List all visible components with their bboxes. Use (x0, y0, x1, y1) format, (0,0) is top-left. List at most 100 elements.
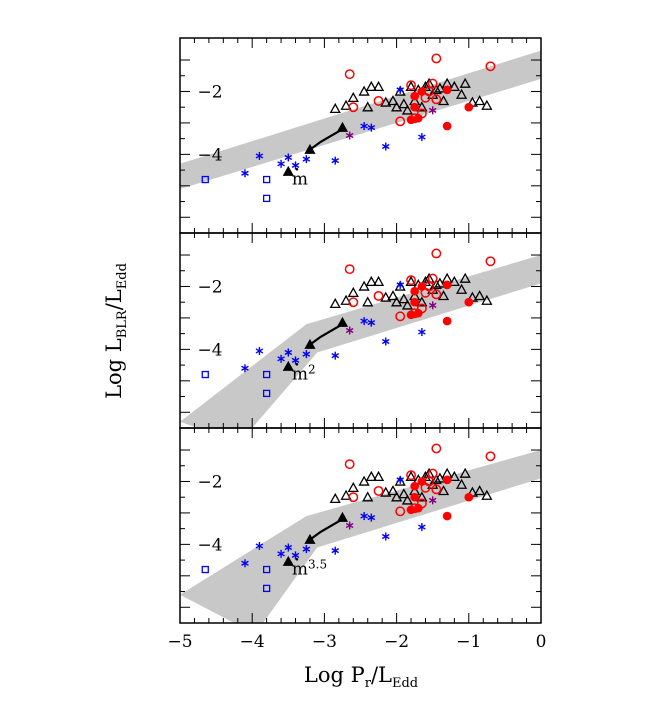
asterisk-marker (241, 169, 249, 178)
asterisk-stroke (241, 170, 249, 176)
circle-marker (464, 297, 474, 307)
circle-marker (410, 91, 419, 101)
asterisk-marker (277, 159, 285, 168)
asterisk-stroke (418, 134, 426, 140)
circle-marker (344, 264, 355, 275)
asterisk-marker (381, 532, 390, 541)
circle-marker (410, 102, 419, 112)
x-axis-title: Log Pr/LEdd (304, 663, 418, 691)
panel-3: −4−2m3.5 (179, 427, 542, 624)
asterisk-marker (255, 346, 264, 355)
triangle-marker (474, 485, 486, 496)
asterisk-stroke (284, 544, 293, 551)
circle-marker (410, 286, 419, 296)
triangle-marker (372, 275, 385, 287)
asterisk-stroke (428, 302, 437, 308)
asterisk-marker (381, 337, 390, 346)
circle-marker (442, 121, 452, 131)
triangle-marker (405, 470, 417, 482)
asterisk-stroke (345, 327, 354, 334)
x-tick-label: −3 (312, 632, 337, 652)
triangle-marker (390, 101, 403, 112)
asterisk-marker (284, 153, 293, 162)
asterisk-stroke (360, 318, 368, 324)
mdot-exponent: 3.5 (308, 557, 327, 571)
x-tick-label: −1 (456, 632, 481, 652)
triangle-marker (437, 290, 450, 301)
square-marker (262, 389, 271, 398)
asterisk-stroke (302, 351, 311, 357)
asterisk-stroke (367, 320, 376, 326)
triangle-marker (347, 91, 359, 103)
asterisk-marker (302, 155, 311, 164)
triangle-marker (459, 77, 471, 88)
circle-marker (413, 113, 423, 123)
circle-marker (348, 297, 359, 308)
circle-marker (464, 492, 474, 502)
asterisk-marker (367, 123, 376, 132)
asterisk-marker (428, 106, 437, 115)
triangle-marker (380, 96, 392, 107)
asterisk-marker (396, 475, 405, 484)
triangle-marker (455, 478, 468, 489)
mdot-annotation: m2 (292, 362, 316, 384)
x-tick-label: −5 (167, 632, 192, 652)
circle-marker (413, 308, 423, 318)
y-tick-label: −2 (197, 472, 222, 492)
asterisk-marker (360, 317, 368, 326)
asterisk-marker (396, 280, 405, 289)
triangle-marker (336, 316, 349, 327)
circle-marker (406, 80, 416, 91)
triangle-marker (336, 121, 349, 132)
asterisk-marker (241, 559, 249, 568)
triangle-marker (474, 290, 486, 301)
asterisk-stroke (255, 153, 264, 159)
mdot-dot (295, 167, 299, 171)
asterisk-stroke (396, 282, 405, 288)
triangle-marker (358, 85, 370, 96)
model-band (180, 450, 541, 623)
asterisk-marker (291, 551, 300, 560)
circle-marker (485, 256, 496, 267)
asterisk-stroke (277, 356, 285, 362)
asterisk-stroke (255, 348, 264, 354)
circle-marker (427, 273, 438, 284)
triangle-marker (387, 485, 399, 496)
triangle-marker (398, 98, 410, 109)
circle-marker (410, 492, 419, 502)
mdot-dot (295, 557, 299, 561)
data-points (201, 53, 496, 203)
circle-marker (442, 475, 452, 485)
asterisk-stroke (277, 161, 285, 167)
triangle-marker (347, 286, 359, 298)
circle-marker (344, 69, 355, 80)
triangle-marker (362, 101, 374, 112)
square-marker (201, 370, 209, 379)
asterisk-stroke (381, 143, 390, 150)
triangle-marker (329, 297, 341, 309)
asterisk-stroke (428, 107, 437, 113)
asterisk-stroke (284, 349, 293, 356)
triangle-marker (398, 488, 410, 499)
triangle-marker (390, 491, 403, 502)
asterisk-marker (360, 122, 368, 131)
triangle-marker (365, 275, 377, 287)
asterisk-stroke (345, 522, 354, 529)
asterisk-marker (345, 521, 354, 530)
square-marker (201, 175, 209, 184)
circle-marker (406, 470, 416, 481)
asterisk-stroke (241, 560, 249, 566)
triangle-marker (401, 299, 414, 310)
triangle-marker (372, 470, 385, 482)
triangle-marker (380, 486, 392, 497)
triangle-marker (430, 84, 442, 95)
circle-marker (348, 492, 359, 503)
triangle-marker (437, 485, 450, 496)
triangle-marker (282, 555, 294, 566)
circle-marker (427, 78, 438, 89)
mdot-annotation: m (292, 169, 308, 189)
circle-marker (373, 485, 384, 496)
asterisk-stroke (360, 513, 368, 519)
triangle-marker (282, 165, 294, 176)
circle-marker (431, 248, 442, 259)
